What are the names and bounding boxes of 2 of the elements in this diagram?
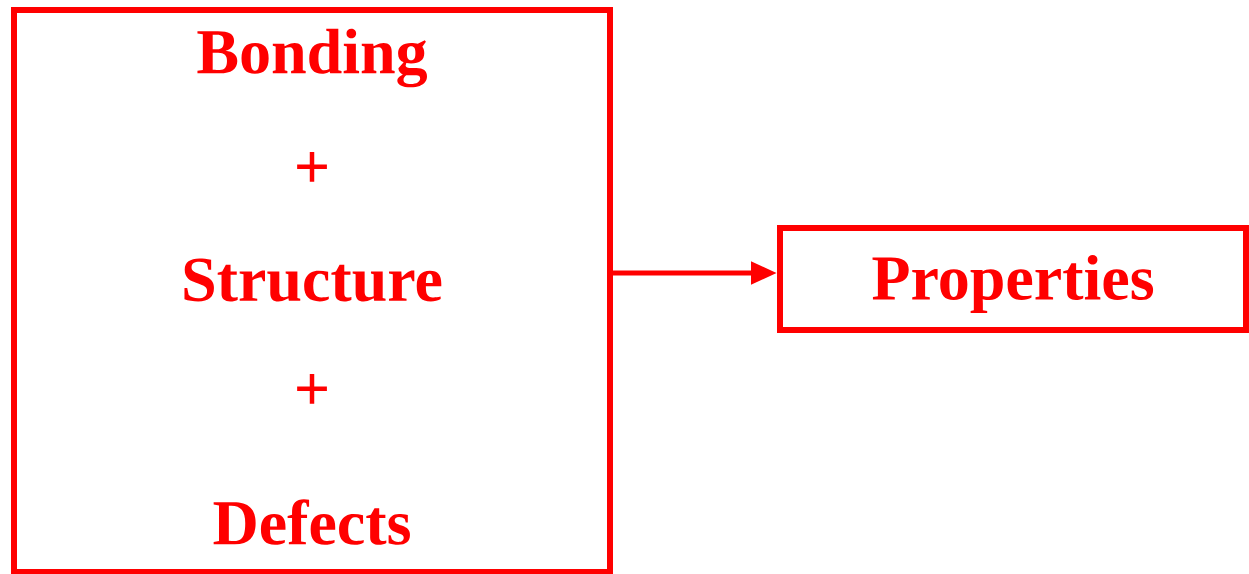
process-box: Properties: [777, 225, 1249, 333]
process-box: Bonding + Structure + Defects: [11, 7, 613, 574]
